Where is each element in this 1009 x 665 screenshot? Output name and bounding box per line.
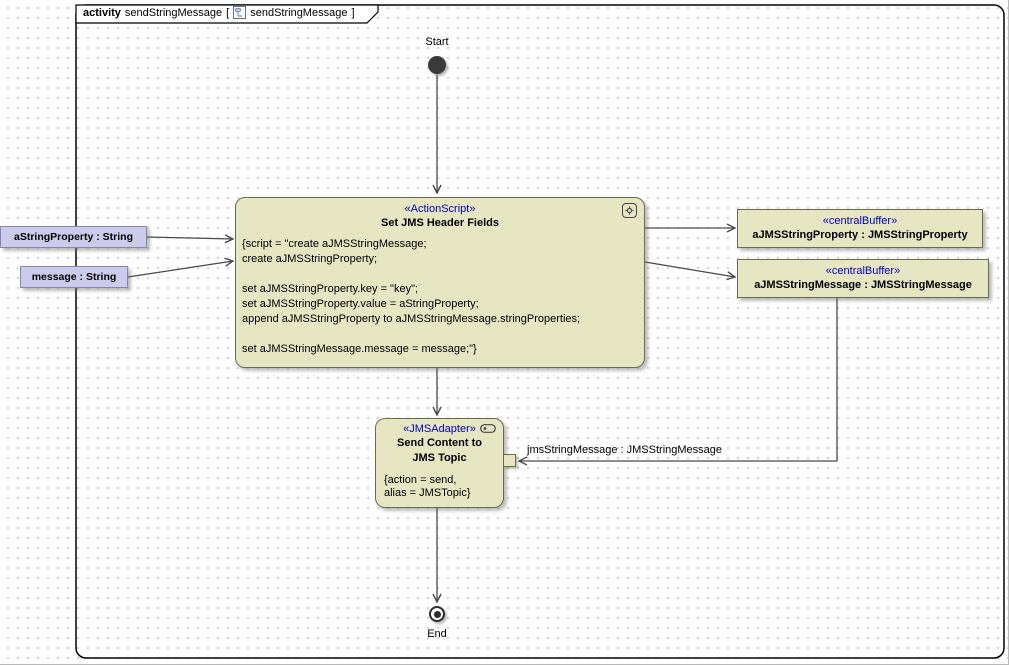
activity-frame[interactable]	[75, 4, 1005, 659]
frame-diagram-name: sendStringMessage	[250, 6, 348, 19]
adapter-body-line1: {action = send,	[384, 474, 457, 486]
buffer-name: aJMSStringMessage : JMSStringMessage	[754, 279, 972, 291]
adapter-stereotype: «JMSAdapter»	[403, 423, 476, 435]
parameter-node-astringproperty[interactable]: aStringProperty : String	[0, 226, 147, 248]
script-line: append aJMSStringProperty to aJMSStringM…	[242, 313, 581, 325]
activity-final-node[interactable]	[429, 606, 445, 622]
pin-flow-label: jmsStringMessage : JMSStringMessage	[527, 444, 723, 456]
frame-bracket-close: ]	[351, 6, 355, 19]
adapter-icon	[480, 424, 496, 433]
adapter-body-line2: alias = JMSTopic}	[384, 487, 471, 499]
initial-node[interactable]	[428, 56, 446, 74]
activity-final-node-dot	[433, 610, 441, 618]
adapter-title-line2: JMS Topic	[412, 452, 467, 464]
parameter-label: message : String	[31, 271, 117, 283]
script-line: set aJMSStringProperty.value = aStringPr…	[242, 298, 479, 310]
action-stereotype: «ActionScript»	[404, 203, 476, 215]
script-line: set aJMSStringMessage.message = message;…	[242, 343, 477, 355]
frame-name: sendStringMessage	[124, 6, 223, 19]
frame-bracket-open: [	[226, 6, 230, 19]
buffer-stereotype: «centralBuffer»	[822, 215, 898, 227]
edge-param-message-to-setjms[interactable]	[127, 261, 233, 278]
parameter-node-message[interactable]: message : String	[20, 266, 128, 288]
script-line: {script = "create aJMSStringMessage;	[242, 238, 427, 250]
central-buffer-property[interactable]: «centralBuffer» aJMSStringProperty : JMS…	[737, 209, 983, 248]
action-title: Set JMS Header Fields	[381, 217, 499, 229]
central-buffer-message[interactable]: «centralBuffer» aJMSStringMessage : JMSS…	[737, 259, 989, 298]
buffer-name: aJMSStringProperty : JMSStringProperty	[752, 229, 968, 241]
parameter-label: aStringProperty : String	[13, 231, 133, 243]
edge-param-astringproperty-to-setjms[interactable]	[146, 237, 233, 239]
buffer-stereotype: «centralBuffer»	[825, 265, 901, 277]
edge-setjms-to-buffer-message[interactable]	[644, 261, 735, 277]
script-line: create aJMSStringProperty;	[242, 253, 378, 265]
input-pin-jmsstringmessage[interactable]	[503, 454, 516, 467]
activity-diagram-icon	[233, 6, 247, 19]
adapter-title-line1: Send Content to	[397, 437, 482, 449]
script-line: set aJMSStringProperty.key = "key";	[242, 283, 419, 295]
script-icon	[622, 203, 637, 218]
frame-tab[interactable]: activity sendStringMessage [ sendStringM…	[83, 6, 355, 19]
frame-tab-shape[interactable]	[75, 4, 379, 24]
script-line	[242, 267, 638, 282]
action-node-send-content-jms-topic[interactable]: «JMSAdapter» Send Content to JMS Topic {…	[375, 418, 504, 508]
start-node-label: Start	[425, 36, 449, 48]
script-line	[242, 327, 638, 342]
end-node-label: End	[427, 628, 447, 640]
action-node-set-jms-header-fields[interactable]: «ActionScript» Set JMS Header Fields {sc…	[235, 197, 645, 368]
edge-buffer-message-to-pin[interactable]	[519, 298, 838, 461]
adapter-body: {action = send, alias = JMSTopic}	[376, 466, 503, 500]
frame-keyword: activity	[83, 6, 121, 19]
action-script-body: {script = "create aJMSStringMessage; cre…	[236, 231, 644, 357]
